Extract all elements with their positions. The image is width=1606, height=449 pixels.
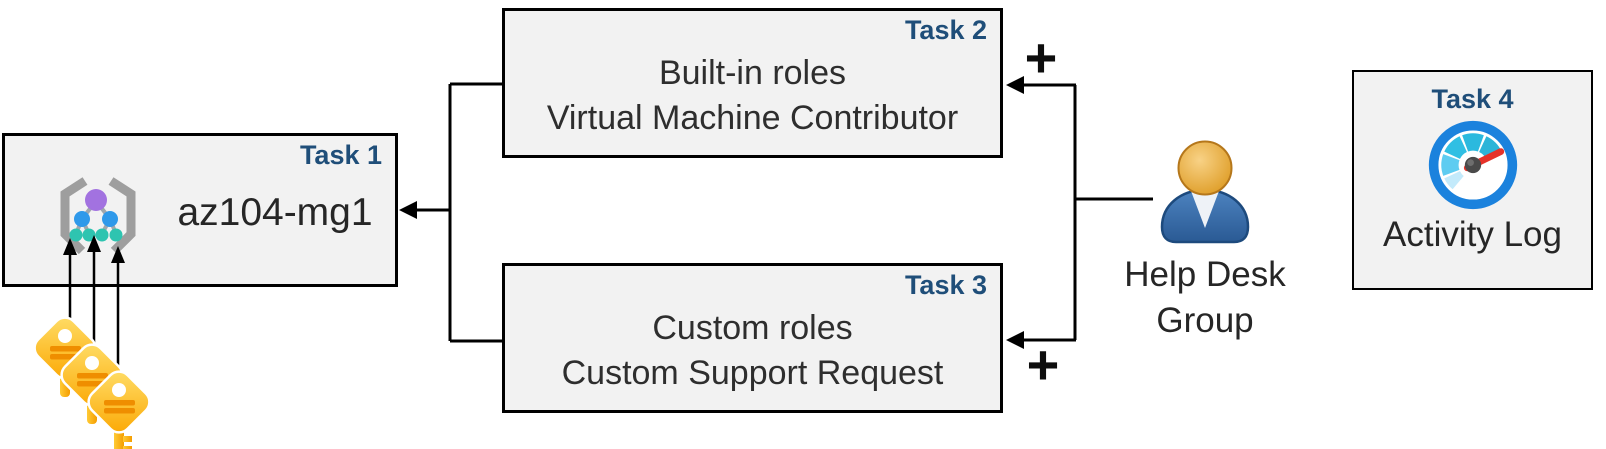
task1-label: Task 1 — [299, 140, 382, 170]
user-icon — [1160, 140, 1250, 244]
management-group-icon — [60, 177, 136, 255]
task3-line2: Custom Support Request — [561, 354, 944, 392]
task3-box: Task 3 Custom roles Custom Support Reque… — [502, 263, 1003, 413]
task1-arrowhead — [399, 201, 417, 219]
help-desk-group-line2: Group — [1156, 301, 1254, 340]
gauge-icon — [1428, 120, 1517, 210]
task4-label: Task 4 — [1431, 84, 1514, 114]
task2-box: Task 2 Built-in roles Virtual Machine Co… — [502, 8, 1003, 158]
task3-line1: Custom roles — [652, 309, 853, 347]
task1-box: Task 1 az104-mg1 — [2, 133, 398, 287]
keys-icon — [33, 316, 151, 449]
task2-line2: Virtual Machine Contributor — [546, 99, 959, 137]
task1-title: az104-mg1 — [177, 191, 373, 234]
help-desk-group: Help Desk Group — [1105, 140, 1305, 344]
task3-label: Task 3 — [904, 270, 987, 300]
plus-icon: + — [1026, 333, 1060, 396]
plus-icon: + — [1024, 26, 1058, 89]
key-3 — [87, 370, 151, 449]
task2-line1: Built-in roles — [658, 54, 847, 92]
task2-label: Task 2 — [904, 15, 987, 45]
help-desk-group-line1: Help Desk — [1124, 255, 1286, 294]
task3-arrowhead — [1006, 331, 1024, 349]
task4-box: Task 4 Activity Log — [1352, 70, 1593, 290]
task4-caption: Activity Log — [1383, 215, 1562, 254]
